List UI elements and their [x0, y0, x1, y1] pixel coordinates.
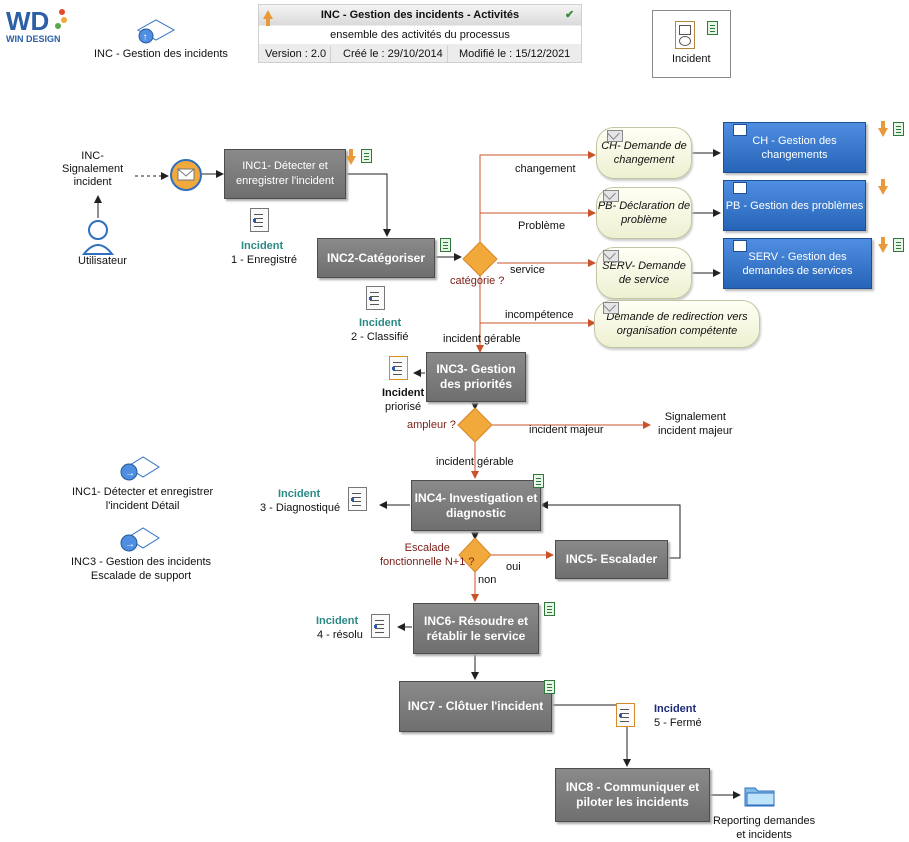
drilldown-icon[interactable] [346, 149, 356, 165]
edge-probleme: Problème [518, 220, 566, 232]
state-5-title: Incident [654, 703, 697, 715]
process-inc3[interactable]: INC3- Gestion des priorités [426, 352, 526, 402]
document-icon [366, 286, 385, 310]
header-title: INC - Gestion des incidents - Activités [259, 5, 581, 25]
event-envelope-icon [170, 159, 202, 191]
logo-text: WIN DESIGN [6, 34, 61, 44]
edge-service: service [510, 264, 545, 276]
document-icon [250, 208, 269, 232]
actor-label: Utilisateur [78, 255, 127, 267]
svg-text:↑: ↑ [143, 32, 148, 43]
process-inc7[interactable]: INC7 - Clôtuer l'incident [399, 681, 552, 732]
edge-majeur: incident majeur [529, 424, 604, 436]
process-inc8[interactable]: INC8 - Communiquer et piloter les incide… [555, 768, 710, 822]
drilldown-icon[interactable] [878, 121, 888, 137]
state-prio-title: Incident [382, 387, 425, 399]
svg-text:→: → [125, 539, 135, 550]
gateway-escalade [458, 537, 492, 573]
state-3-title: Incident [278, 488, 321, 500]
version-text: Version : 2.0 [261, 46, 332, 62]
up-arrow-icon[interactable] [263, 8, 273, 19]
state-2-title: Incident [359, 317, 402, 329]
state-1-title: Incident [241, 240, 284, 252]
flag-icon [733, 124, 747, 136]
drilldown-icon[interactable] [878, 237, 888, 253]
gateway-ampleur [457, 407, 493, 443]
incident-entity-icon [675, 21, 695, 49]
document-icon [371, 614, 390, 638]
document-icon [348, 487, 367, 511]
gateway-ampleur-label: ampleur ? [407, 419, 456, 431]
process-inc2[interactable]: INC2-Catégoriser [317, 238, 435, 278]
legend-label: Incident [672, 53, 711, 65]
process-inc5[interactable]: INC5- Escalader [555, 540, 668, 579]
note-icon[interactable] [544, 680, 555, 694]
state-4-label: 4 - résolu [317, 629, 363, 641]
document-icon [616, 703, 635, 727]
mail-icon [603, 250, 619, 262]
output-major: Signalement incident majeur [658, 411, 733, 437]
request-ch[interactable]: CH- Demande de changement [596, 127, 692, 179]
gateway-categorie [462, 241, 498, 277]
user-actor-icon [81, 220, 115, 255]
edge-incompetence: incompétence [505, 309, 574, 321]
state-3-label: 3 - Diagnostiqué [260, 502, 341, 514]
note-icon[interactable] [440, 238, 451, 252]
checkmark-icon[interactable]: ✔ [565, 9, 575, 21]
note-icon[interactable] [544, 602, 555, 616]
note-icon[interactable] [707, 21, 718, 35]
note-icon[interactable] [893, 238, 904, 252]
mail-icon [607, 130, 623, 142]
document-icon [389, 356, 408, 380]
event-label: INC- Signalement incident [62, 150, 124, 188]
note-icon[interactable] [893, 122, 904, 136]
gateway-escalade-label: Escalade fonctionnelle N+1 ? [380, 542, 475, 568]
edge-oui: oui [506, 561, 521, 573]
legend-box: Incident [652, 10, 731, 78]
mail-icon [603, 190, 619, 202]
process-link-icon[interactable]: → [119, 455, 161, 483]
edge-gerable-1: incident gérable [443, 333, 521, 345]
state-2-label: 2 - Classifié [351, 331, 409, 343]
edge-non: non [478, 574, 497, 586]
state-prio-label: priorisé [385, 401, 422, 413]
output-reporting: Reporting demandes et incidents [713, 815, 816, 841]
drilldown-icon[interactable] [878, 179, 888, 195]
svg-text:→: → [125, 468, 135, 479]
mail-icon [603, 302, 619, 314]
header-panel: INC - Gestion des incidents - Activités … [258, 4, 582, 63]
top-process-link[interactable]: INC - Gestion des incidents [94, 48, 228, 60]
modified-text: Modifié le : 15/12/2021 [459, 48, 571, 60]
process-link-icon[interactable]: → [119, 526, 161, 554]
left-link-inc1[interactable]: INC1- Détecter et enregistrer l'incident… [72, 486, 214, 512]
flag-icon [733, 182, 747, 194]
state-1-label: 1 - Enregistré [231, 254, 298, 266]
created-text: Créé le : 29/10/2014 [339, 46, 448, 62]
header-subtitle: ensemble des activités du processus [259, 26, 581, 44]
state-5-label: 5 - Fermé [654, 717, 702, 729]
gateway-categorie-label: catégorie ? [450, 275, 505, 287]
process-inc6[interactable]: INC6- Résoudre et rétablir le service [413, 603, 539, 654]
process-inc1[interactable]: INC1- Détecter et enregistrer l'incident [224, 149, 346, 199]
external-serv[interactable]: SERV - Gestion des demandes de services [723, 238, 872, 289]
svg-text:WD: WD [6, 6, 49, 36]
folder-icon [744, 784, 775, 807]
left-link-inc3[interactable]: INC3 - Gestion des incidents Escalade de… [71, 556, 212, 582]
note-icon[interactable] [361, 149, 372, 163]
edge-gerable-2: incident gérable [436, 456, 514, 468]
request-redirection[interactable]: Demande de redirection vers organisation… [594, 300, 760, 348]
note-icon[interactable] [533, 474, 544, 488]
windesign-logo: WD WIN DESIGN [4, 4, 70, 44]
process-inc4[interactable]: INC4- Investigation et diagnostic [411, 480, 541, 531]
process-link-icon[interactable]: ↑ [136, 18, 176, 44]
edge-changement: changement [515, 163, 576, 175]
flag-icon [733, 240, 747, 252]
state-4-title: Incident [316, 615, 359, 627]
